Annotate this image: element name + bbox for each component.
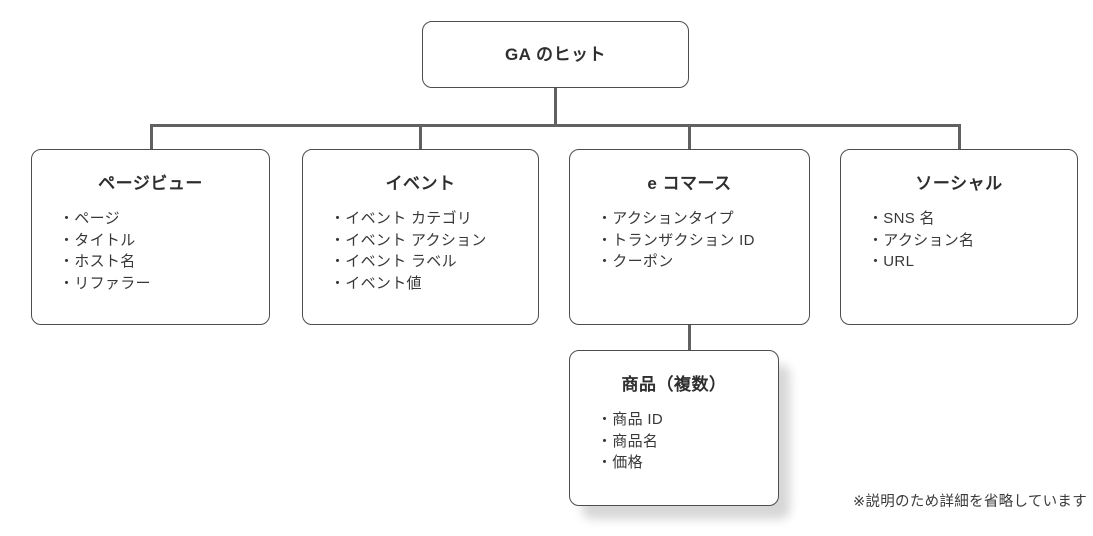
node-item-list: ・アクションタイプ・トランザクション ID ・クーポン [570,208,809,273]
node-item-list: ・商品 ID ・商品名・価格 [570,409,778,474]
node-item-list: ・イベント カテゴリ・イベント アクション・イベント ラベル・イベント値 [303,208,538,294]
node-event: イベント ・イベント カテゴリ・イベント アクション・イベント ラベル・イベント… [302,149,539,325]
list-item: ・ページ [59,210,120,227]
list-item: ・トランザクション ID [597,231,755,249]
connector-root-vertical [553,88,557,126]
node-title: ページビュー [98,174,203,193]
node-social: ソーシャル ・SNS 名・アクション名・URL [840,149,1078,325]
footnote: ※説明のため詳細を省略しています [853,494,1088,510]
connector-drop-social [957,126,961,150]
list-item: ・アクション名 [868,231,975,249]
list-item: ・リファラー [59,274,151,292]
list-item: ・SNS 名 [868,210,935,227]
node-title: ソーシャル [915,174,1003,193]
connector-horizontal [149,124,961,127]
connector-drop-ecommerce [687,126,691,150]
node-title: GA のヒット [504,45,607,64]
list-item: ・アクションタイプ [597,210,734,227]
list-item: ・イベント アクション [330,231,487,249]
connector-ecommerce-products [687,324,691,351]
list-item: ・商品名 [597,432,659,450]
node-title: 商品（複数） [621,375,727,394]
list-item: ・ホスト名 [59,253,136,270]
list-item: ・クーポン [597,253,674,270]
connector-drop-pageview [149,126,153,150]
list-item: ・イベント カテゴリ [330,210,473,227]
node-title: e コマース [647,174,732,193]
node-title: イベント [385,174,456,193]
list-item: ・価格 [597,454,643,471]
list-item: ・イベント値 [330,274,422,292]
node-item-list: ・SNS 名・アクション名・URL [841,208,1077,273]
node-pageview: ページビュー ・ページ・タイトル・ホスト名・リファラー [31,149,270,325]
node-ecommerce: e コマース ・アクションタイプ・トランザクション ID ・クーポン [569,149,810,325]
node-item-list: ・ページ・タイトル・ホスト名・リファラー [32,208,269,294]
node-products: 商品（複数） ・商品 ID ・商品名・価格 [569,350,779,506]
connector-drop-event [419,126,422,150]
node-ga-hit: GA のヒット [422,21,689,88]
list-item: ・タイトル [59,231,136,249]
list-item: ・商品 ID [597,411,663,428]
list-item: ・URL [868,253,915,270]
list-item: ・イベント ラベル [330,253,457,270]
